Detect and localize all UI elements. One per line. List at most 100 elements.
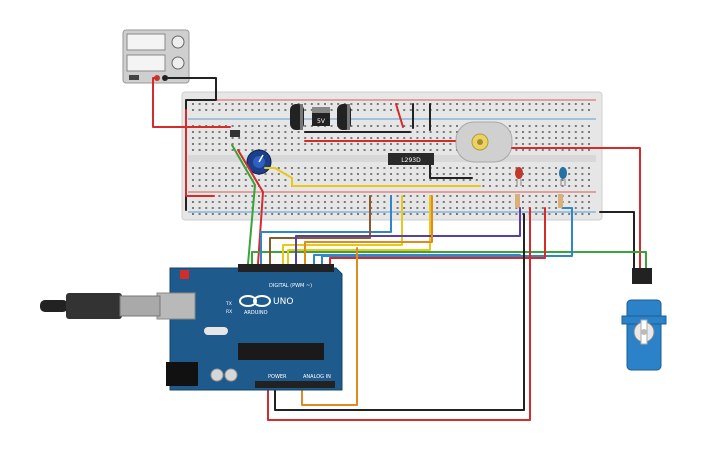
breadboard-hole[interactable] bbox=[574, 179, 577, 181]
breadboard-hole[interactable] bbox=[350, 201, 353, 203]
breadboard-hole[interactable] bbox=[324, 179, 326, 181]
breadboard-hole[interactable] bbox=[277, 103, 280, 105]
breadboard-hole[interactable] bbox=[462, 167, 465, 169]
breadboard-hole[interactable] bbox=[449, 173, 452, 175]
breadboard-hole[interactable] bbox=[561, 179, 564, 181]
breadboard-hole[interactable] bbox=[548, 131, 551, 133]
breadboard-hole[interactable] bbox=[370, 137, 373, 139]
breadboard-hole[interactable] bbox=[522, 167, 524, 169]
breadboard-hole[interactable] bbox=[251, 125, 254, 127]
breadboard-hole[interactable] bbox=[502, 185, 505, 187]
breadboard-hole[interactable] bbox=[383, 167, 386, 169]
breadboard-hole[interactable] bbox=[502, 103, 505, 105]
breadboard-hole[interactable] bbox=[284, 207, 287, 209]
breadboard-hole[interactable] bbox=[258, 103, 260, 105]
breadboard-hole[interactable] bbox=[462, 207, 465, 209]
breadboard-hole[interactable] bbox=[522, 185, 524, 187]
breadboard-hole[interactable] bbox=[442, 207, 445, 209]
breadboard-hole[interactable] bbox=[198, 173, 201, 175]
breadboard-hole[interactable] bbox=[218, 109, 221, 111]
voltage-knob-icon[interactable] bbox=[171, 35, 185, 49]
breadboard-hole[interactable] bbox=[337, 137, 340, 139]
breadboard-hole[interactable] bbox=[416, 131, 419, 133]
breadboard-hole[interactable] bbox=[561, 137, 564, 139]
breadboard-hole[interactable] bbox=[482, 179, 485, 181]
breadboard-hole[interactable] bbox=[310, 207, 313, 209]
breadboard-hole[interactable] bbox=[383, 207, 386, 209]
breadboard-hole[interactable] bbox=[192, 207, 194, 209]
breadboard-hole[interactable] bbox=[192, 149, 194, 151]
breadboard-hole[interactable] bbox=[376, 173, 379, 175]
breadboard-hole[interactable] bbox=[555, 167, 557, 169]
servo-icon[interactable] bbox=[621, 268, 667, 371]
breadboard-hole[interactable] bbox=[238, 109, 241, 111]
breadboard-hole[interactable] bbox=[489, 173, 491, 175]
breadboard-hole[interactable] bbox=[475, 207, 478, 209]
breadboard-hole[interactable] bbox=[475, 167, 478, 169]
breadboard-hole[interactable] bbox=[522, 207, 524, 209]
breadboard-hole[interactable] bbox=[409, 179, 412, 181]
breadboard-hole[interactable] bbox=[277, 137, 280, 139]
breadboard-hole[interactable] bbox=[244, 137, 247, 139]
breadboard-hole[interactable] bbox=[588, 137, 590, 139]
breadboard-hole[interactable] bbox=[495, 207, 498, 209]
breadboard-hole[interactable] bbox=[508, 179, 511, 181]
breadboard-hole[interactable] bbox=[383, 125, 386, 127]
breadboard-hole[interactable] bbox=[423, 179, 425, 181]
breadboard-hole[interactable] bbox=[291, 149, 293, 151]
breadboard-hole[interactable] bbox=[244, 179, 247, 181]
breadboard-hole[interactable] bbox=[258, 137, 260, 139]
breadboard-hole[interactable] bbox=[469, 103, 472, 105]
led-blue[interactable] bbox=[559, 167, 567, 186]
breadboard-hole[interactable] bbox=[370, 103, 373, 105]
breadboard-hole[interactable] bbox=[403, 137, 406, 139]
breadboard-hole[interactable] bbox=[403, 143, 406, 145]
breadboard-hole[interactable] bbox=[482, 185, 485, 187]
breadboard-hole[interactable] bbox=[416, 137, 419, 139]
breadboard-hole[interactable] bbox=[370, 207, 373, 209]
breadboard-hole[interactable] bbox=[548, 185, 551, 187]
breadboard-hole[interactable] bbox=[436, 131, 439, 133]
breadboard-hole[interactable] bbox=[561, 213, 564, 215]
breadboard-hole[interactable] bbox=[396, 103, 399, 105]
breadboard-hole[interactable] bbox=[456, 207, 458, 209]
breadboard-hole[interactable] bbox=[541, 143, 544, 145]
breadboard-hole[interactable] bbox=[271, 149, 274, 151]
breadboard-hole[interactable] bbox=[264, 195, 267, 197]
breadboard-hole[interactable] bbox=[403, 213, 406, 215]
breadboard-hole[interactable] bbox=[535, 149, 538, 151]
breadboard-hole[interactable] bbox=[218, 143, 221, 145]
breadboard-hole[interactable] bbox=[211, 213, 214, 215]
breadboard-hole[interactable] bbox=[541, 213, 544, 215]
breadboard-hole[interactable] bbox=[370, 195, 373, 197]
breadboard-hole[interactable] bbox=[555, 137, 557, 139]
breadboard-hole[interactable] bbox=[522, 109, 524, 111]
breadboard-hole[interactable] bbox=[489, 213, 491, 215]
breadboard-hole[interactable] bbox=[495, 201, 498, 203]
breadboard-hole[interactable] bbox=[317, 179, 320, 181]
breadboard-hole[interactable] bbox=[409, 201, 412, 203]
breadboard-hole[interactable] bbox=[396, 195, 399, 197]
breadboard-hole[interactable] bbox=[297, 143, 300, 145]
breadboard-hole[interactable] bbox=[238, 167, 241, 169]
wires[interactable] bbox=[152, 77, 647, 421]
breadboard-hole[interactable] bbox=[396, 125, 399, 127]
breadboard-hole[interactable] bbox=[436, 207, 439, 209]
breadboard-hole[interactable] bbox=[218, 137, 221, 139]
breadboard-hole[interactable] bbox=[449, 213, 452, 215]
breadboard-hole[interactable] bbox=[231, 167, 234, 169]
breadboard-hole[interactable] bbox=[205, 213, 208, 215]
breadboard-hole[interactable] bbox=[548, 103, 551, 105]
breadboard-hole[interactable] bbox=[548, 125, 551, 127]
breadboard-hole[interactable] bbox=[383, 173, 386, 175]
breadboard-hole[interactable] bbox=[225, 143, 227, 145]
breadboard-hole[interactable] bbox=[244, 201, 247, 203]
breadboard-hole[interactable] bbox=[258, 143, 260, 145]
breadboard-hole[interactable] bbox=[574, 137, 577, 139]
breadboard-hole[interactable] bbox=[357, 109, 359, 111]
breadboard-hole[interactable] bbox=[541, 149, 544, 151]
breadboard-hole[interactable] bbox=[522, 173, 524, 175]
breadboard-hole[interactable] bbox=[225, 179, 227, 181]
breadboard-hole[interactable] bbox=[409, 143, 412, 145]
breadboard-hole[interactable] bbox=[350, 103, 353, 105]
